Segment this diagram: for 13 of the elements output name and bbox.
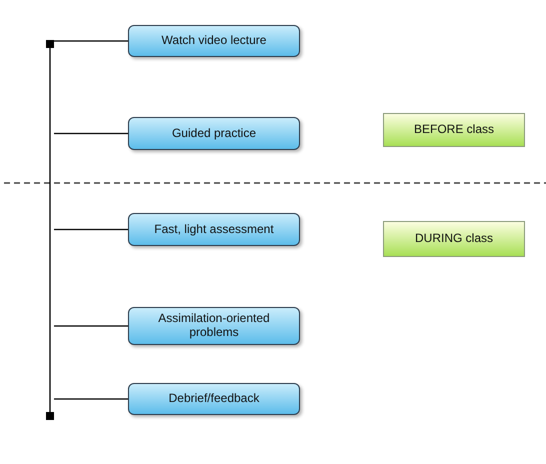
connector-line — [54, 40, 128, 42]
bracket-line — [46, 40, 54, 420]
activity-box: Watch video lecture — [128, 25, 300, 57]
activity-box: Assimilation-oriented problems — [128, 307, 300, 345]
connector-line — [54, 325, 128, 327]
activity-box: Debrief/feedback — [128, 383, 300, 415]
connector-line — [54, 132, 128, 134]
phase-box: BEFORE class — [383, 113, 525, 147]
activity-box: Fast, light assessment — [128, 213, 300, 246]
connector-line — [54, 228, 128, 230]
phase-box: DURING class — [383, 221, 525, 257]
activity-box: Guided practice — [128, 117, 300, 150]
connector-line — [54, 398, 128, 400]
